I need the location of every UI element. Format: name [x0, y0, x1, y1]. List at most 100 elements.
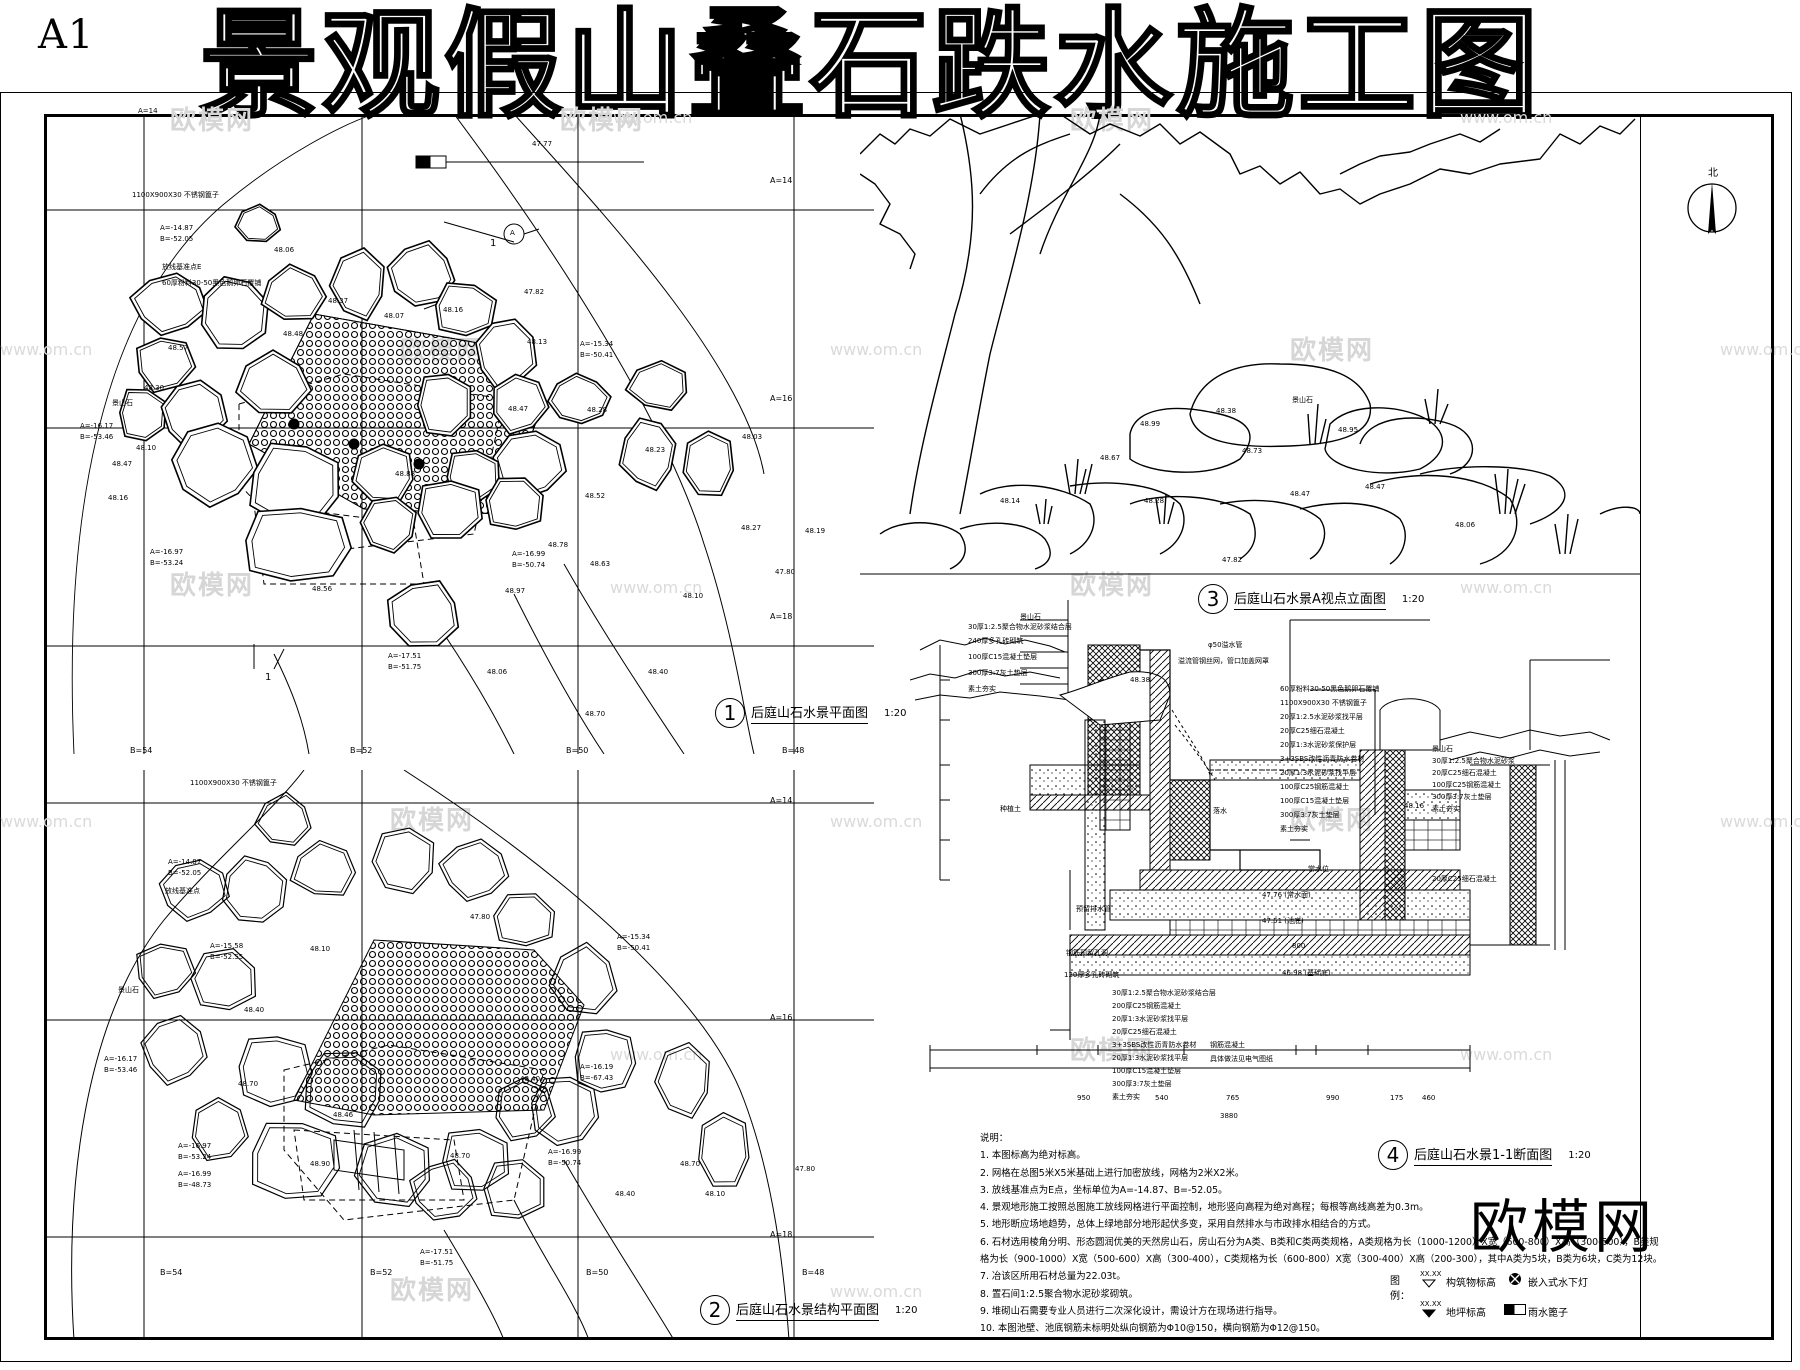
rock-outline	[531, 1076, 600, 1147]
elevation-label: 48.40	[615, 1190, 636, 1198]
watermark: 欧模网	[1070, 1036, 1155, 1066]
section-note: 240厚多孔砖砌筑	[968, 637, 1024, 645]
inner-frame	[44, 114, 1774, 1340]
section-note: 素土夯实	[1432, 805, 1460, 813]
grid-label-a18: A=18	[770, 1230, 793, 1239]
rock-outline	[191, 1096, 249, 1162]
elevation-label: 48.78	[548, 541, 569, 549]
rock-outline-inner	[578, 1033, 633, 1089]
elevation-label: 48.70	[585, 710, 606, 718]
note-item: 5. 地形断应场地趋势，总体上绿地部分地形起伏多变，采用自然排水与市政排水相结合…	[980, 1219, 1377, 1231]
section-note: 100厚C25钢筋混凝土	[1280, 783, 1350, 791]
rock-outline-inner	[251, 512, 346, 577]
coord-a: A=-16.97	[150, 548, 184, 556]
section-note: 钢筋混凝土	[1210, 1041, 1245, 1049]
section-note: 3+3SBS改性沥青防水卷材	[1280, 755, 1365, 763]
rock-outline-inner	[205, 280, 265, 345]
rock-outline-inner	[144, 1019, 204, 1082]
watermark: 欧模网	[1070, 106, 1155, 136]
elevation-label: 48.40	[648, 668, 669, 676]
coord-b: B=-50.74	[512, 561, 546, 569]
watermark: 欧模网	[390, 806, 475, 836]
structure-plan-caption: 2 后庭山石水景结构平面图 1:20	[700, 1295, 917, 1325]
section-note: 常水位	[1308, 865, 1329, 873]
elevation-label: 48.95	[1338, 426, 1359, 434]
rock-outline-inner	[176, 427, 254, 503]
elevation-label: 48.63	[590, 560, 611, 568]
rock-outline-inner	[701, 1116, 747, 1183]
coord-b: B=-53.46	[104, 1066, 138, 1074]
watermark-site: www.om.cn	[0, 340, 93, 359]
section-note: 素土夯实	[1112, 1093, 1140, 1101]
stone-label: 景山石	[118, 986, 139, 994]
section-note: 20厚1:2.5水泥砂浆找平层	[1280, 713, 1363, 721]
dimension: 460	[1422, 1094, 1436, 1102]
elevation-label: 47.82	[524, 288, 545, 296]
section-note: 素土夯实	[1280, 825, 1308, 833]
section-note: 20厚C25细石混凝土	[1432, 769, 1497, 777]
note-item: 2. 网格在总图5米X5米基础上进行加密放线，网格为2米X2米。	[980, 1167, 1245, 1179]
legend-label: 地坪标高	[1446, 1308, 1486, 1319]
coord-b: B=-53.24	[178, 1153, 212, 1161]
legend-title: 图例：	[1390, 1276, 1410, 1302]
rock-outline-inner	[391, 584, 455, 643]
rock-outline-inner	[375, 831, 431, 891]
section-note: 30厚1:2.5聚合物水泥砂浆	[1432, 757, 1515, 765]
grid-label-b52: B=52	[370, 1268, 393, 1277]
rock-outline-inner	[264, 267, 323, 317]
elevation-label: 47.77	[532, 140, 553, 148]
section-note: 钢筋预留孔洞	[1066, 949, 1108, 957]
note-item: 格为长（900-1000）X宽（500-600）X高（300-400），C类规格…	[980, 1254, 1663, 1266]
coord-b: B=-50.41	[580, 351, 614, 359]
note-item: 6. 石材选用棱角分明、形态圆润优美的天然房山石，房山石分为A类、B类和C类两类…	[980, 1236, 1659, 1248]
grid-label-a16: A=16	[770, 1013, 793, 1022]
rock-outline	[304, 1052, 382, 1128]
section-view	[910, 600, 1611, 1072]
rock-outline-inner	[413, 1162, 474, 1217]
section-note: 300厚3:7灰土垫层	[1280, 811, 1340, 819]
rock-outline-inner	[122, 392, 164, 438]
grate-note: 1100X900X30 不锈钢篦子	[132, 191, 219, 199]
elevation-label: 48.10	[310, 945, 331, 953]
elevation-label: 48.73	[1242, 447, 1263, 455]
elevation-label: 48.47	[508, 405, 529, 413]
grid-label-b52: B=52	[350, 746, 373, 755]
section-note: 100厚C15混凝土垫层	[1280, 797, 1350, 805]
coord-b: B=-48.73	[178, 1181, 212, 1189]
section-note: 落水	[1213, 807, 1227, 815]
view-title: 后庭山石水景平面图	[751, 702, 869, 724]
elevation-label: 48.67	[1100, 454, 1121, 462]
rock-outline	[442, 1128, 510, 1191]
section-note: 60厚粉料30-50黑色鹅卵石覆铺	[1280, 685, 1380, 693]
coord-b: B=-53.46	[80, 433, 114, 441]
coord-a: A=-14.87	[168, 858, 202, 866]
grid-label-a14: A=14	[770, 796, 793, 805]
legend-label: 构筑物标高	[1446, 1278, 1496, 1289]
rock-outline	[371, 827, 435, 895]
plan-view-caption: 1 后庭山石水景平面图 1:20	[715, 698, 906, 728]
section-note: 30厚1:2.5聚合物水泥砂浆结合层	[968, 623, 1072, 631]
rock-outline-inner	[622, 421, 673, 487]
view-scale: 1:20	[1401, 593, 1425, 605]
elevation-label: 48.56	[312, 585, 333, 593]
elevation-label: 48.16	[108, 494, 129, 502]
section-note: 20厚C25细石混凝土	[1280, 727, 1345, 735]
rock-outline-inner	[552, 946, 614, 1011]
rock-outline-inner	[162, 863, 226, 919]
rock-outline-inner	[390, 244, 452, 303]
elevation-label: 48.10	[136, 444, 157, 452]
watermark-site: www.om.cn	[1720, 340, 1800, 359]
elevation-marker-icon	[1422, 1279, 1436, 1288]
grid-label-a14: A=14	[770, 176, 793, 185]
view-scale: 1:20	[895, 1304, 918, 1316]
section-note: 300厚3:7灰土垫层	[1432, 793, 1492, 801]
grid-label-a18: A=18	[770, 612, 793, 621]
rock-outline	[190, 948, 257, 1011]
elevation-label: 48.47	[112, 460, 133, 468]
section-note: 20厚C25细石混凝土	[1112, 1028, 1177, 1036]
coord-a: A=-16.19	[580, 1063, 614, 1071]
watermark-site: www.om.cn	[830, 340, 923, 359]
grid-label-b48: B=48	[782, 746, 805, 755]
coord-a: A=-16.99	[512, 550, 546, 558]
elevation-label: 48.47	[1290, 490, 1311, 498]
